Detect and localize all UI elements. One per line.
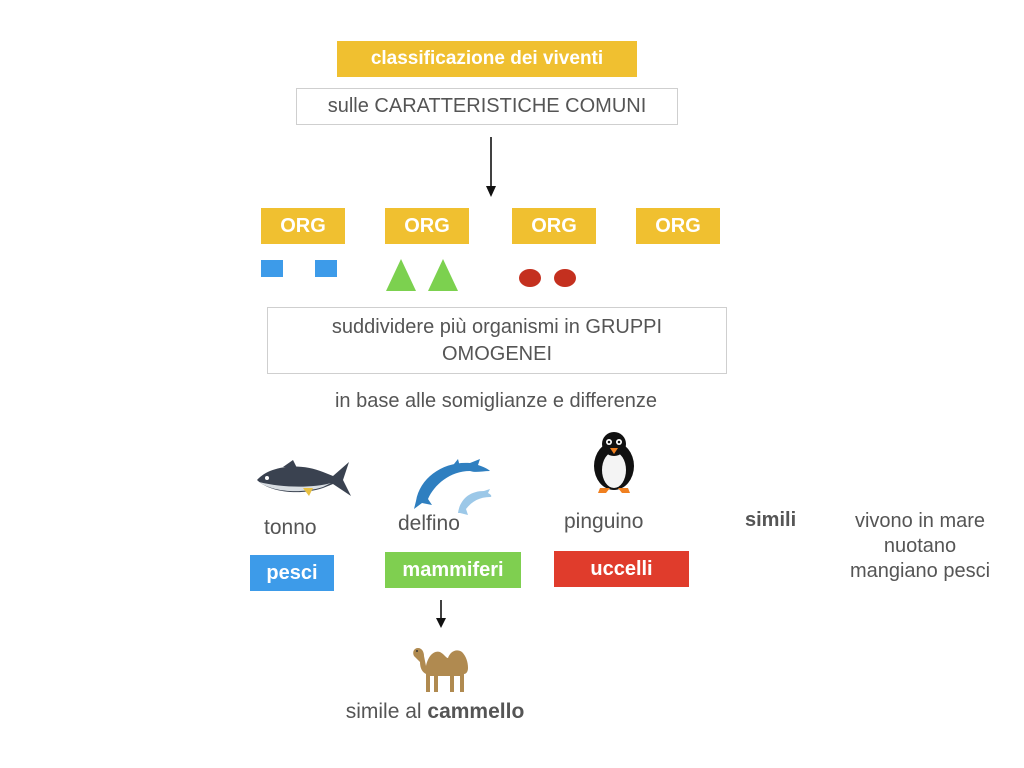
camel-comparison-text: simile al cammello	[280, 700, 590, 724]
diagram-title: classificazione dei viventi	[337, 41, 637, 77]
green-triangle-shapes	[386, 259, 576, 291]
arrow-down-top	[486, 137, 496, 197]
trait-1: vivono in mare	[854, 510, 986, 532]
camel-icon	[413, 648, 468, 692]
blue-square-shape-2	[315, 260, 337, 277]
animal-label-delfino: delfino	[398, 512, 460, 535]
arrow-down-camel	[436, 600, 446, 628]
trait-3: mangiano pesci	[849, 560, 991, 582]
green-triangle-shape-1	[386, 259, 416, 291]
tuna-fish-icon	[257, 460, 351, 496]
dolphin-icon	[414, 459, 492, 515]
org-box-1: ORG	[261, 208, 345, 244]
animal-label-tonno: tonno	[264, 516, 317, 539]
class-tag-pesci: pesci	[250, 555, 334, 591]
red-circle-shape-1	[519, 269, 541, 287]
camel-text-bold: cammello	[427, 700, 525, 723]
shared-traits: vivono in mare nuotano mangiano pesci	[826, 509, 1014, 584]
group-description-box: suddividere più organismi in GRUPPI OMOG…	[267, 307, 727, 374]
subtitle-box: sulle CARATTERISTICHE COMUNI	[296, 88, 678, 125]
class-tag-mammiferi: mammiferi	[385, 552, 521, 588]
green-triangle-shape-2	[428, 259, 458, 291]
animal-label-pinguino: pinguino	[564, 510, 644, 533]
class-tag-uccelli: uccelli	[554, 551, 689, 587]
trait-2: nuotano	[883, 535, 957, 557]
penguin-icon	[594, 432, 634, 493]
group-text-line-1: suddividere più organismi in GRUPPI	[331, 315, 663, 338]
camel-text-prefix: simile al	[345, 700, 422, 723]
blue-square-shape-1	[261, 260, 283, 277]
basis-text: in base alle somiglianze e differenze	[334, 390, 658, 412]
simili-label: simili	[745, 509, 797, 531]
red-circle-shape-2	[554, 269, 576, 287]
org-box-2: ORG	[385, 208, 469, 244]
org-box-3: ORG	[512, 208, 596, 244]
org-box-4: ORG	[636, 208, 720, 244]
group-text-line-2: OMOGENEI	[441, 342, 552, 365]
